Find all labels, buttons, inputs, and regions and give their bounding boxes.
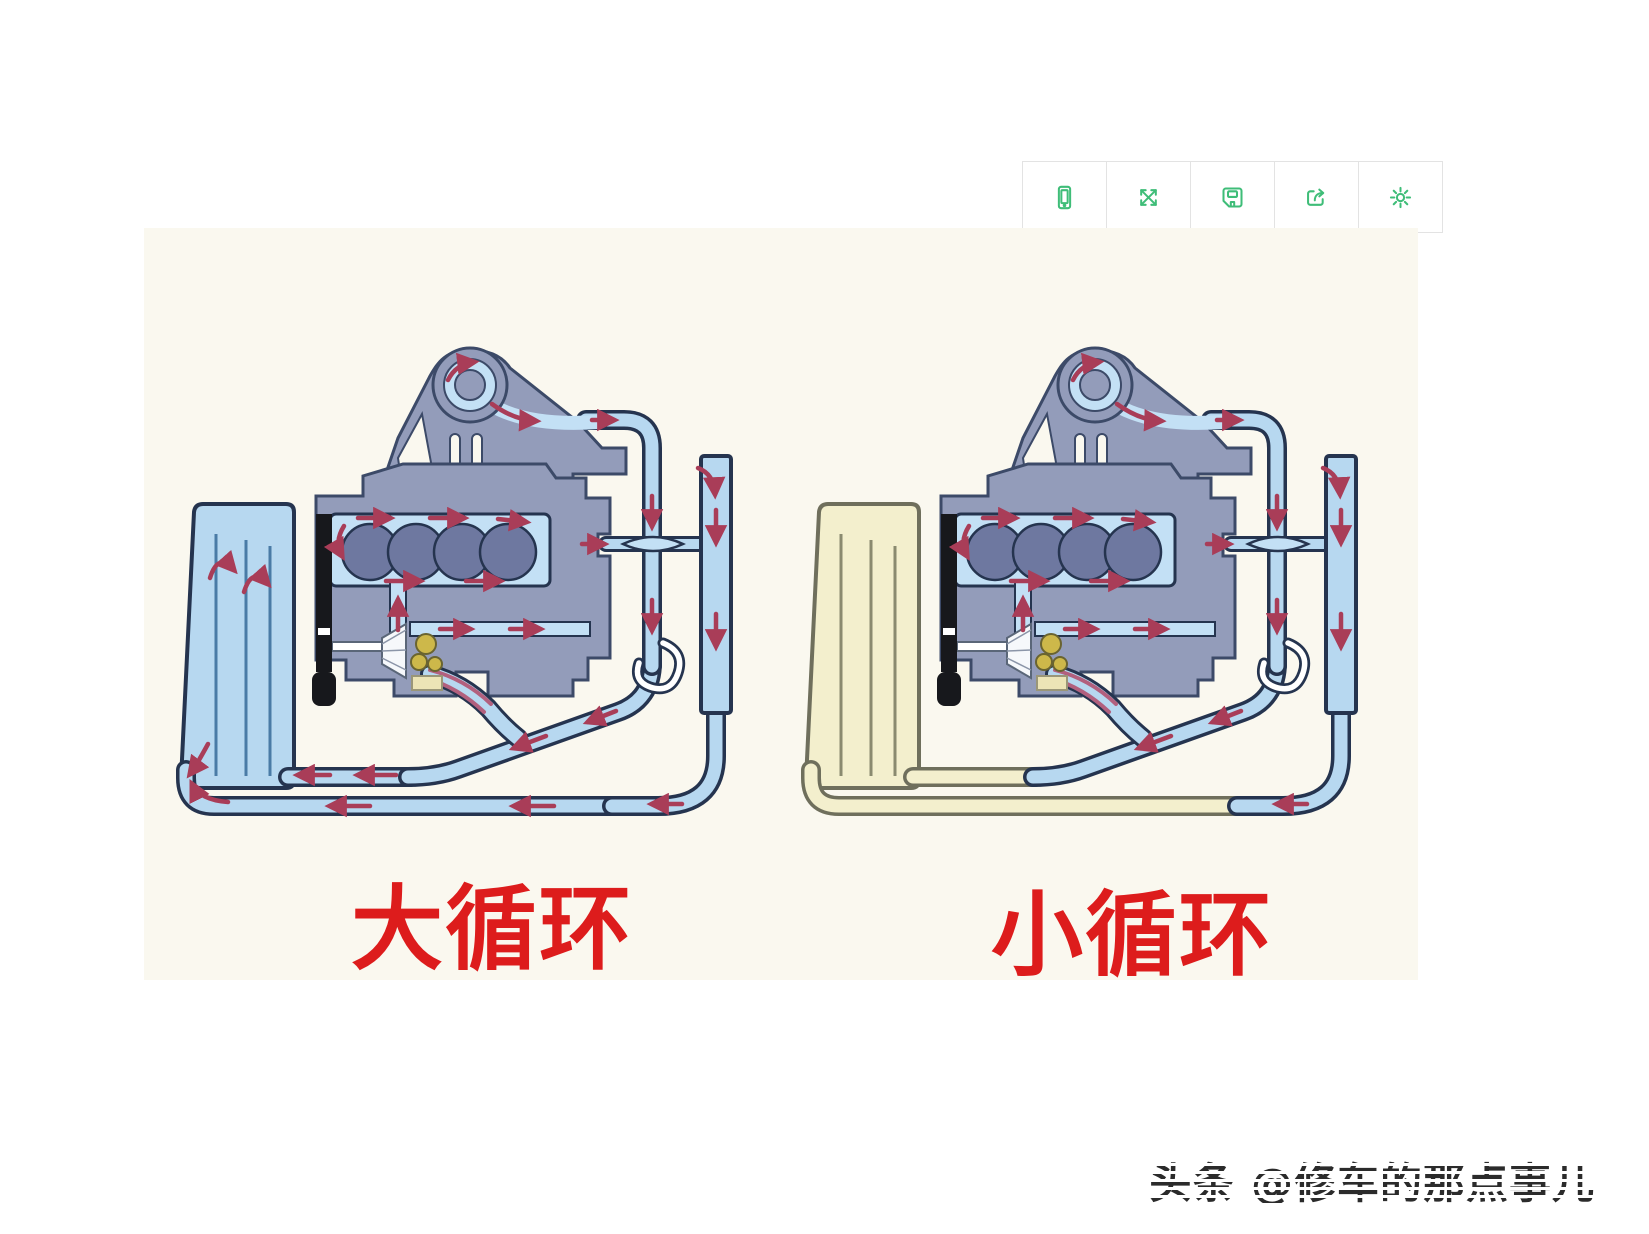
share-arrow-icon [1307,188,1325,206]
gear-icon [1389,186,1412,208]
settings-button[interactable] [1358,162,1442,232]
cooling-diagram-small-cycle [783,328,1403,828]
cooling-diagram-large-cycle [158,328,778,828]
fullscreen-button[interactable] [1106,162,1190,232]
save-button[interactable] [1190,162,1274,232]
tablet-icon [1057,185,1072,209]
label-large-cycle: 大循环 [350,876,633,983]
floppy-disk-icon [1222,186,1243,208]
fullscreen-arrows-icon [1140,188,1157,206]
share-button[interactable] [1274,162,1358,232]
mobile-view-button[interactable] [1023,162,1106,232]
label-small-cycle: 小循环 [990,882,1273,989]
watermark-text: 头条 @修车的那点事儿 [1149,1159,1595,1208]
image-toolbar [1022,161,1443,233]
